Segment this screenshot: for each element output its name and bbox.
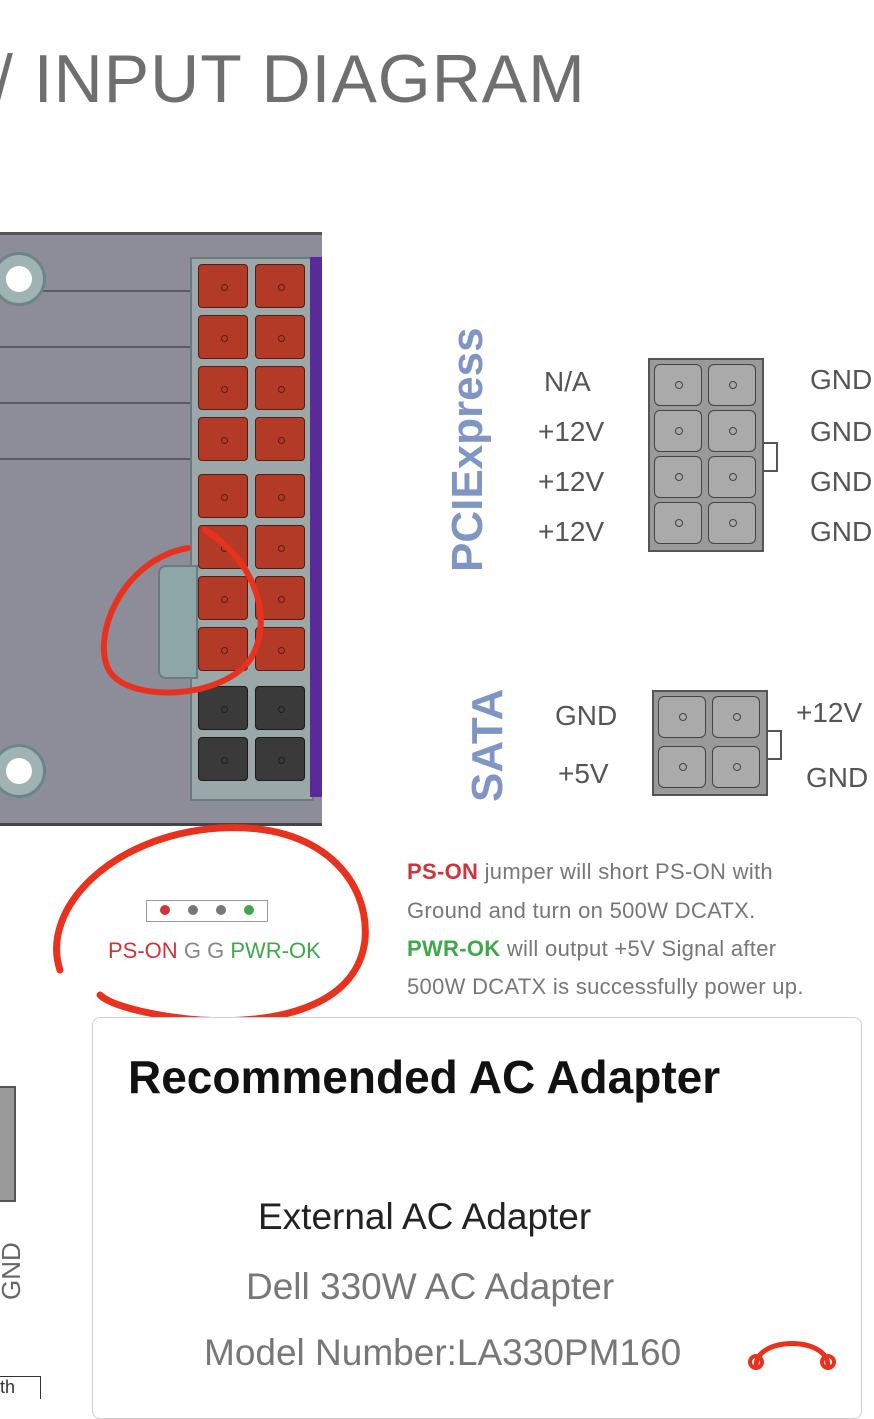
- atx-pin-black: [198, 737, 248, 781]
- ground-pin-dot: [216, 905, 226, 915]
- adapter-card: [92, 1017, 862, 1419]
- note-text: will output +5V Signal after: [500, 936, 777, 961]
- ps-on-label: PS-ON: [108, 938, 178, 963]
- pwr-ok-label: PWR-OK: [230, 938, 321, 963]
- pcie-pin: [708, 410, 756, 452]
- pcie-pin-label: GND: [810, 364, 873, 395]
- note-line: PS-ON jumper will short PS-ON with: [407, 859, 773, 885]
- note-line: PWR-OK will output +5V Signal after: [407, 936, 776, 962]
- pcie-latch: [764, 442, 778, 472]
- atx-pin: [198, 627, 248, 671]
- card-subtitle: External AC Adapter: [258, 1196, 592, 1237]
- pcie-pin: [654, 502, 702, 544]
- atx-pin: [198, 264, 248, 308]
- diagram-title: / INPUT DIAGRAM: [0, 41, 586, 117]
- sata-pin-label: +12V: [796, 697, 863, 728]
- sata-pin-label: GND: [806, 762, 869, 793]
- sata-pin: [658, 746, 706, 788]
- note-line: 500W DCATX is successfully power up.: [407, 974, 804, 999]
- note-pwr-ok: PWR-OK: [407, 936, 501, 961]
- atx-pin: [198, 576, 248, 620]
- atx-pin: [255, 417, 305, 461]
- pcie-pin-label: GND: [810, 416, 873, 447]
- left-gnd-label: GND: [0, 1242, 26, 1300]
- atx-pin: [255, 474, 305, 518]
- pcie-pin: [708, 364, 756, 406]
- sata-pin-label: +5V: [558, 758, 609, 789]
- annotation-circle-connector: [100, 527, 264, 696]
- atx-pin: [255, 315, 305, 359]
- board-rail: [0, 290, 190, 292]
- atx-pin-black: [198, 686, 248, 730]
- note-text: jumper will short PS-ON with: [478, 859, 773, 884]
- board-rail: [0, 402, 190, 404]
- atx-pin-black: [255, 686, 305, 730]
- note-ps-on: PS-ON: [407, 859, 479, 884]
- atx-pin: [198, 366, 248, 410]
- pcie-pin-label: +12V: [538, 416, 605, 447]
- connector-edge: [310, 257, 322, 797]
- note-line: Ground and turn on 500W DCATX.: [407, 898, 756, 923]
- atx-pin: [255, 264, 305, 308]
- board-rail: [0, 458, 190, 460]
- atx-pin: [198, 474, 248, 518]
- sata-pin: [658, 696, 706, 738]
- card-model-number: Model Number:LA330PM160: [204, 1332, 682, 1373]
- pcie-pin: [654, 410, 702, 452]
- left-edge-box: th: [0, 1376, 41, 1399]
- pcie-pin: [654, 364, 702, 406]
- pcie-pin: [654, 456, 702, 498]
- pcie-pin-label: +12V: [538, 516, 605, 547]
- atx-pin-black: [255, 737, 305, 781]
- mounting-hole: [0, 252, 46, 306]
- ps-on-pin-dot: [160, 905, 170, 915]
- ground-label: G: [183, 938, 201, 963]
- header-labels: PS-ON G G PWR-OK: [108, 938, 321, 964]
- atx-pin: [255, 525, 305, 569]
- pcie-pin-label: GND: [810, 516, 873, 547]
- headphone-icon: [748, 1341, 836, 1370]
- pcie-pin-label: GND: [810, 466, 873, 497]
- ground-pin-dot: [188, 905, 198, 915]
- pcie-pin: [708, 456, 756, 498]
- board-rail: [0, 346, 190, 348]
- left-connector-fragment: [0, 1086, 16, 1202]
- atx-pin: [255, 627, 305, 671]
- pcie-pin-label: N/A: [544, 366, 591, 397]
- sata-pin: [712, 746, 760, 788]
- jumper-header: [146, 900, 268, 922]
- atx-pin: [198, 315, 248, 359]
- pcie-pin: [708, 502, 756, 544]
- atx-pin: [255, 366, 305, 410]
- sata-pin-label: GND: [555, 700, 618, 731]
- atx-pin: [198, 417, 248, 461]
- sata-latch: [768, 730, 782, 760]
- sata-pin: [712, 696, 760, 738]
- pcie-pin-label: +12V: [538, 466, 605, 497]
- card-adapter-name: Dell 330W AC Adapter: [246, 1266, 615, 1307]
- ground-label: G: [207, 938, 225, 963]
- mounting-hole: [0, 744, 46, 798]
- pwr-ok-pin-dot: [244, 905, 254, 915]
- annotation-circle-header: [53, 824, 369, 1025]
- card-title: Recommended AC Adapter: [128, 1051, 721, 1103]
- connector-latch: [158, 565, 198, 679]
